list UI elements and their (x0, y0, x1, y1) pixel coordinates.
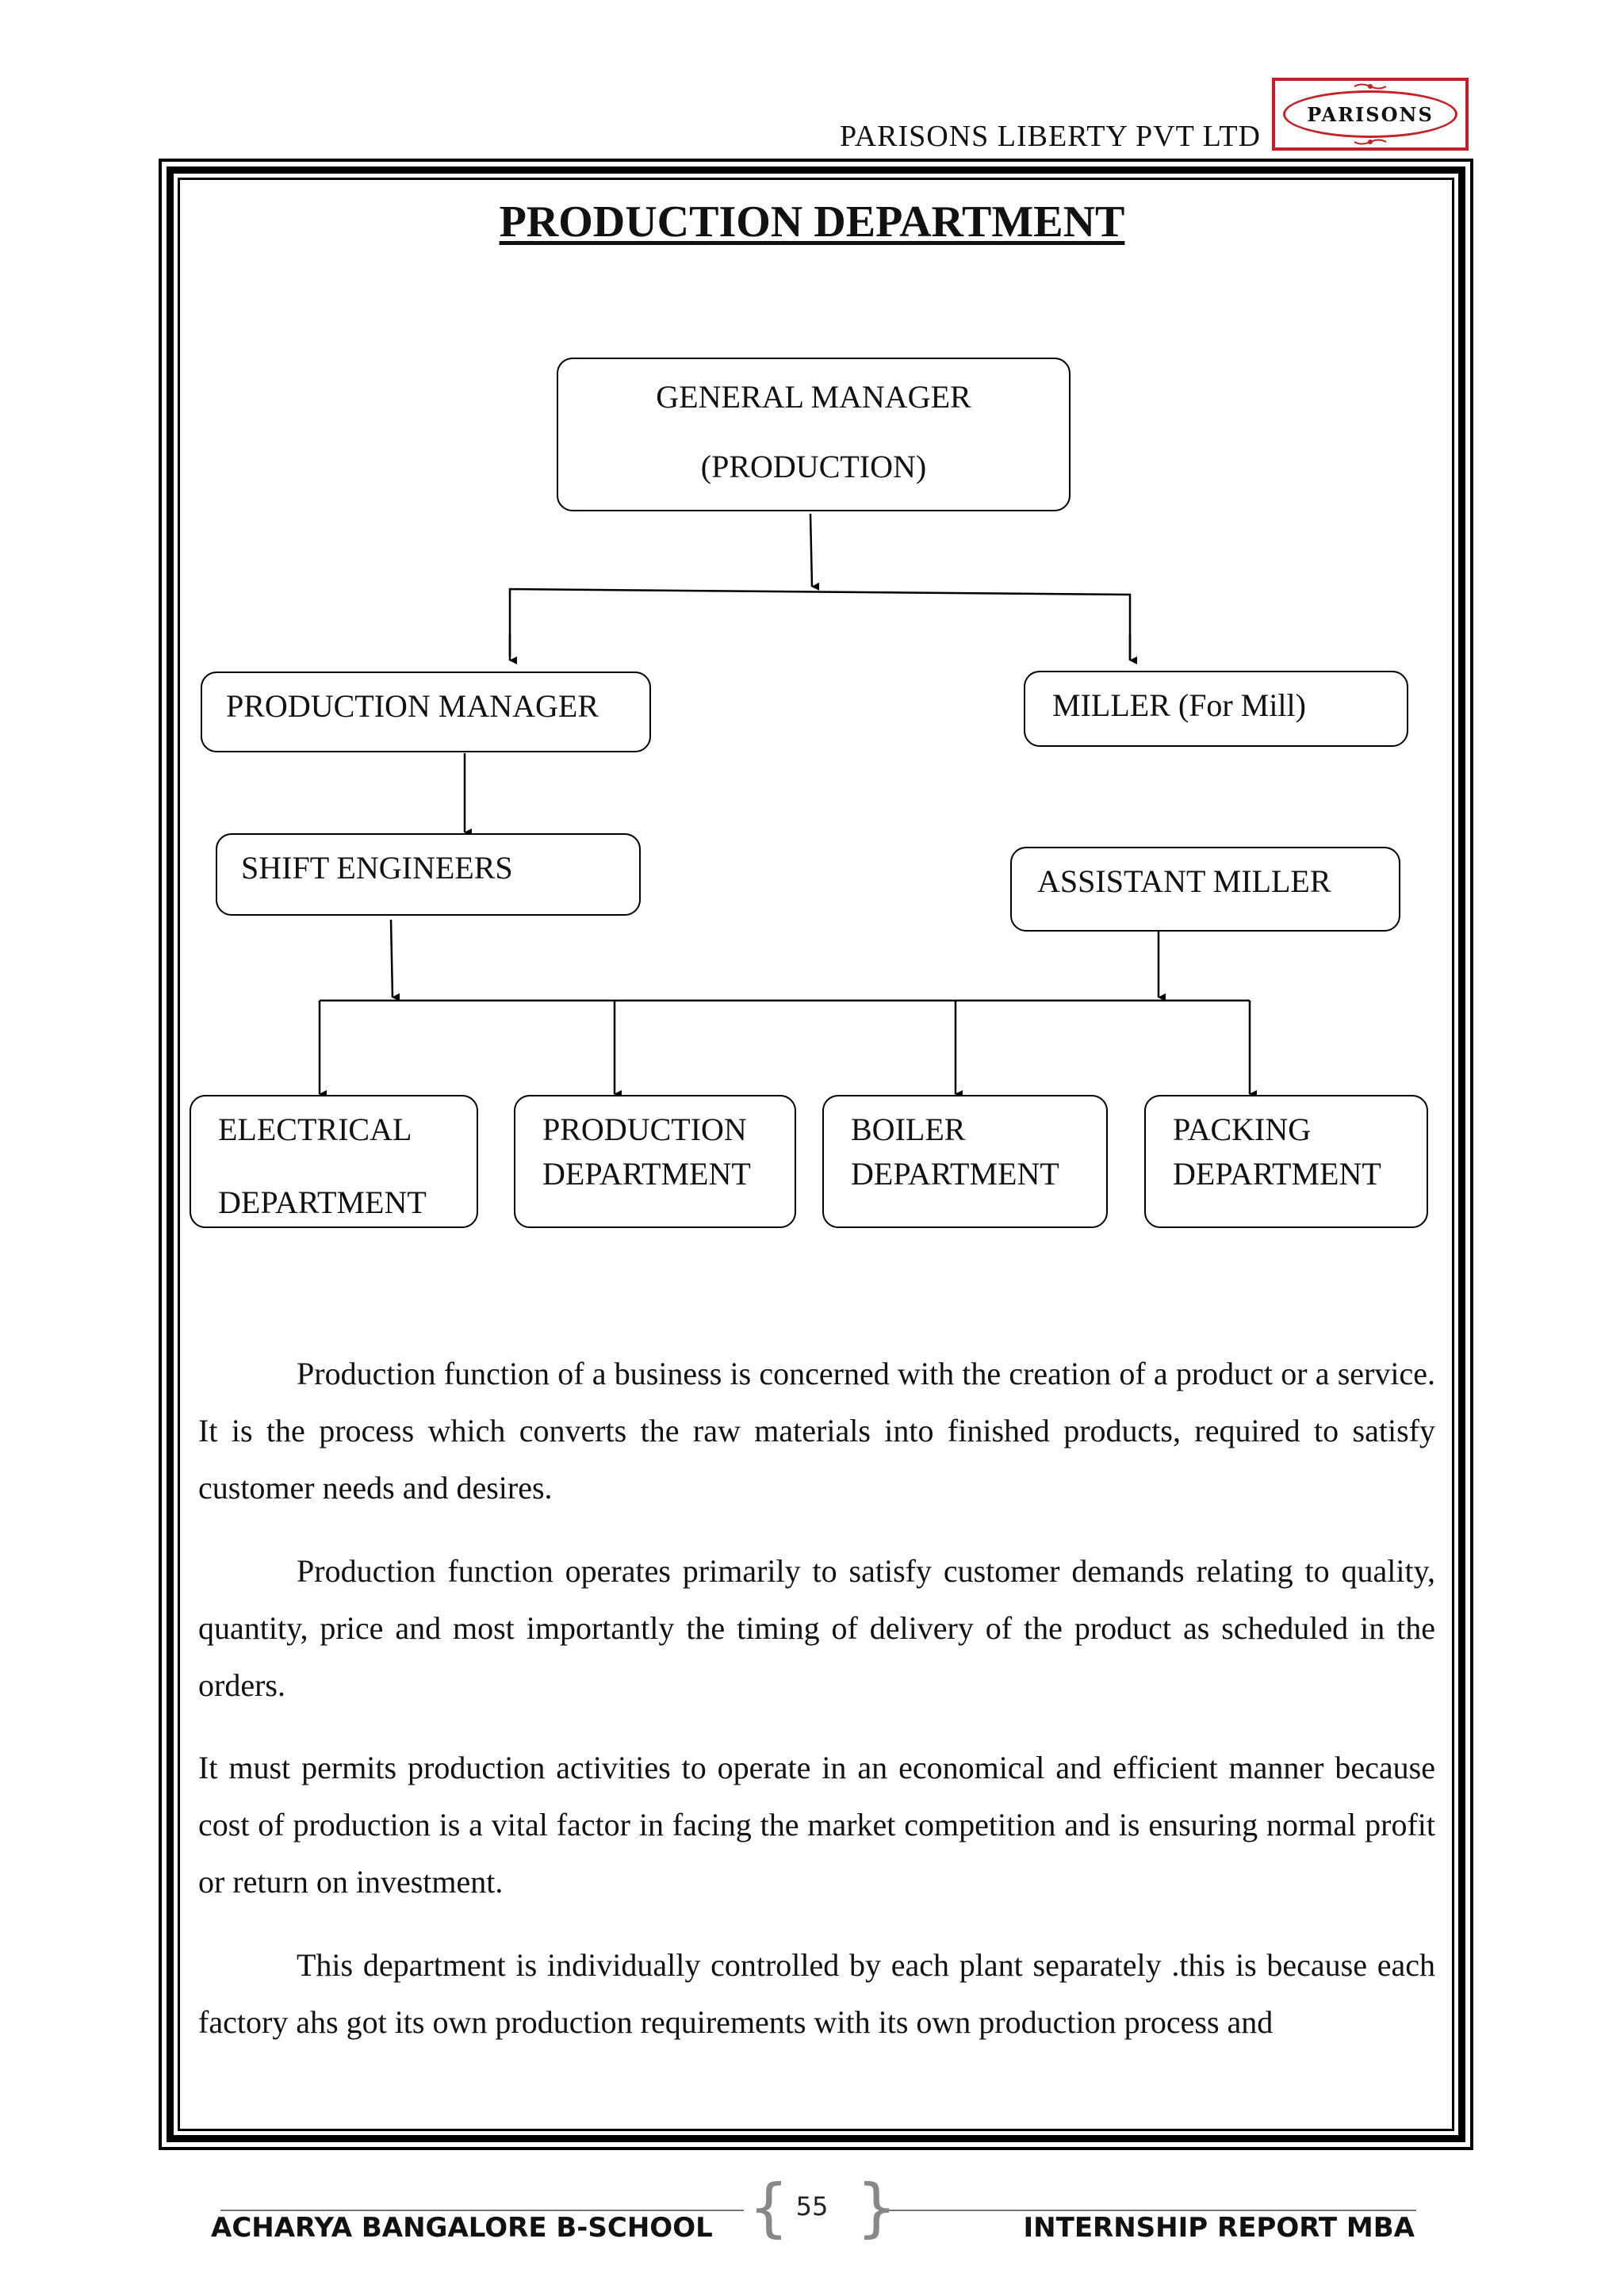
body-paragraph: Production function operates primarily t… (198, 1553, 1435, 1703)
footer-rule-left (220, 2210, 744, 2211)
org-box-label: PRODUCTION MANAGER (226, 688, 599, 724)
org-box-production-manager: PRODUCTION MANAGER (201, 672, 651, 752)
logo-ornament-icon (1354, 139, 1387, 145)
page-number: 55 (795, 2191, 829, 2221)
org-box-electrical-department: ELECTRICAL DEPARTMENT (190, 1095, 478, 1228)
footer-brace-right-icon: } (856, 2171, 897, 2244)
header-company-name: PARISONS LIBERTY PVT LTD (840, 120, 1261, 153)
body-paragraph: Production function of a business is con… (198, 1356, 1435, 1506)
page-border-inner (178, 178, 1454, 2131)
org-box-label: PRODUCTION (542, 1112, 747, 1147)
footer-brace-left-icon: { (749, 2171, 789, 2244)
org-box-production-department: PRODUCTION DEPARTMENT (514, 1095, 796, 1228)
org-box-packing-department: PACKING DEPARTMENT (1144, 1095, 1428, 1228)
org-box-label: DEPARTMENT (851, 1156, 1059, 1192)
footer-school-name: ACHARYA BANGALORE B-SCHOOL (211, 2212, 713, 2244)
org-box-label: (PRODUCTION) (700, 449, 927, 484)
logo-text: PARISONS (1307, 102, 1434, 126)
logo-oval: PARISONS (1283, 90, 1457, 138)
body-paragraph: It must permits production activities to… (198, 1750, 1435, 1900)
org-box-label: MILLER (For Mill) (1052, 687, 1306, 723)
logo-ornament-icon (1354, 83, 1387, 90)
footer-rule-right (879, 2210, 1416, 2211)
org-box-miller: MILLER (For Mill) (1024, 671, 1408, 747)
org-box-label: ELECTRICAL (218, 1112, 412, 1147)
org-box-assistant-miller: ASSISTANT MILLER (1010, 847, 1400, 932)
org-box-label: GENERAL MANAGER (656, 379, 971, 415)
body-paragraph: This department is individually controll… (198, 1947, 1435, 2040)
org-box-label: DEPARTMENT (1173, 1156, 1381, 1192)
org-box-label: BOILER (851, 1112, 966, 1147)
org-box-label: DEPARTMENT (218, 1184, 427, 1220)
org-box-label: PACKING (1173, 1112, 1312, 1147)
org-box-label: ASSISTANT MILLER (1037, 863, 1331, 899)
org-box-label: DEPARTMENT (542, 1156, 751, 1192)
org-box-general-manager: GENERAL MANAGER (PRODUCTION) (557, 358, 1071, 511)
org-box-boiler-department: BOILER DEPARTMENT (822, 1095, 1108, 1228)
org-box-label: SHIFT ENGINEERS (241, 850, 513, 886)
footer-report-name: INTERNSHIP REPORT MBA (1023, 2212, 1415, 2244)
company-logo: PARISONS (1272, 78, 1469, 151)
page-border-middle (167, 166, 1465, 2142)
page-title: PRODUCTION DEPARTMENT (499, 197, 1125, 247)
org-box-shift-engineers: SHIFT ENGINEERS (216, 833, 641, 916)
page-border-outer (159, 159, 1473, 2150)
